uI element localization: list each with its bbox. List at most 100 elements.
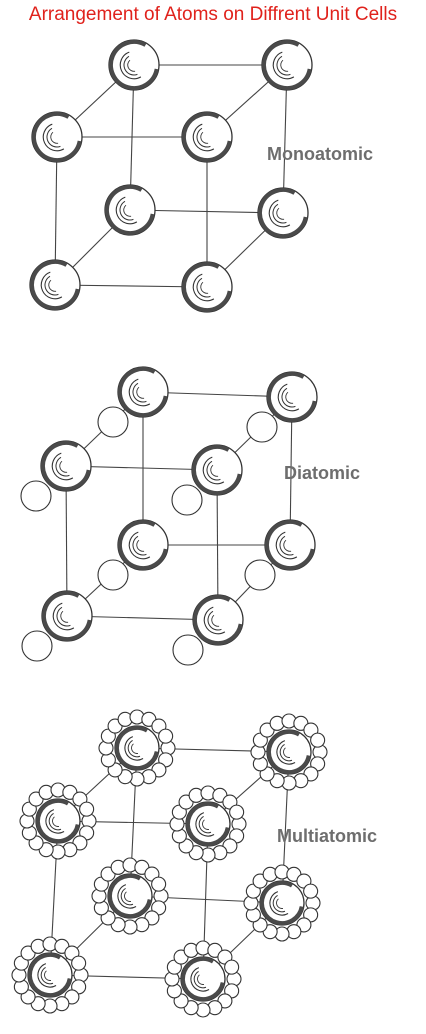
atom: [114, 725, 160, 771]
small-atom: [172, 634, 204, 666]
atom-shade: [41, 441, 91, 491]
atom: [29, 259, 81, 311]
atom-shade: [182, 262, 232, 312]
atom: [35, 798, 81, 844]
atom-shade: [30, 260, 80, 310]
atom: [257, 187, 309, 239]
atom-swirl: [128, 378, 151, 407]
atom: [192, 594, 244, 646]
atom-swirl: [115, 196, 138, 225]
atom-swirl: [124, 736, 144, 761]
atom-shade: [192, 445, 242, 495]
atom: [27, 952, 73, 998]
atom-shade: [258, 188, 308, 238]
atom-shade: [105, 185, 155, 235]
atom-swirl: [45, 809, 65, 834]
atom-swirl: [132, 535, 147, 556]
atom-swirl: [283, 747, 291, 758]
diatomic-label: Diatomic: [284, 463, 360, 483]
atom-shade: [193, 595, 243, 645]
atom-swirl: [127, 739, 141, 758]
small-atom: [303, 883, 319, 899]
atom-shade: [118, 367, 168, 417]
atom-swirl: [44, 970, 52, 981]
atom-swirl: [206, 460, 221, 481]
atom-swirl: [40, 966, 54, 985]
multiatomic-cell: [11, 709, 328, 1018]
atom: [180, 956, 226, 1002]
atom-shade: [267, 730, 311, 774]
atom-swirl: [276, 207, 285, 220]
atom-swirl: [123, 204, 132, 217]
atom: [108, 39, 160, 91]
atom: [191, 444, 243, 496]
monoatomic-cell: [29, 39, 313, 313]
atom-swirl: [52, 602, 75, 631]
atom: [104, 184, 156, 236]
atom-shade: [265, 520, 315, 570]
bond-line: [49, 974, 204, 980]
atom: [40, 440, 92, 492]
atom-swirl: [48, 279, 57, 292]
small-atom: [310, 732, 326, 748]
atom-swirl: [210, 464, 219, 477]
atom-shade: [262, 40, 312, 90]
atoms: [20, 366, 318, 666]
atom-swirl: [279, 535, 294, 556]
atom-shade: [36, 799, 80, 843]
atom-shade: [267, 372, 317, 422]
atom-swirl: [46, 127, 61, 148]
atom-swirl: [119, 51, 142, 80]
atom-swirl: [59, 460, 68, 473]
atom: [181, 261, 233, 313]
small-atom: [151, 876, 167, 892]
atom: [31, 111, 83, 163]
atom-swirl: [120, 887, 134, 906]
atom-swirl: [132, 382, 147, 403]
atoms: [29, 39, 313, 313]
atom-swirl: [198, 815, 212, 834]
atom-swirl: [119, 200, 134, 221]
atom-swirl: [192, 123, 215, 152]
atom-swirl: [40, 271, 63, 300]
small-atom: [246, 411, 278, 443]
atom-swirl: [281, 387, 296, 408]
atom-swirl: [268, 199, 291, 228]
atom-shade: [32, 112, 82, 162]
atom-shade: [118, 520, 168, 570]
atom-swirl: [276, 740, 296, 765]
small-atom: [97, 406, 129, 438]
page-title: Arrangement of Atoms on Diffrent Unit Ce…: [28, 4, 398, 25]
atom-swirl: [123, 55, 138, 76]
atom-swirl: [60, 610, 69, 623]
atom-swirl: [200, 131, 209, 144]
atom-swirl: [136, 539, 145, 552]
atom-shade: [260, 881, 304, 925]
bond-lines: [49, 747, 290, 980]
atom-shade: [181, 957, 225, 1001]
atom-swirl: [280, 59, 289, 72]
small-atom: [244, 559, 276, 591]
atom-swirl: [276, 55, 291, 76]
atom-swirl: [37, 963, 57, 988]
multiatomic-label: Multiatomic: [277, 826, 377, 846]
atom-swirl: [124, 891, 132, 902]
atom-swirl: [203, 606, 226, 635]
atom-swirl: [44, 275, 59, 296]
atom-swirl: [275, 531, 298, 560]
atom-swirl: [279, 743, 293, 762]
atom-swirl: [272, 51, 295, 80]
atom-shade: [28, 953, 72, 997]
atom-swirl: [276, 898, 284, 909]
monoatomic-label: Monoatomic: [267, 144, 373, 164]
small-atom: [71, 955, 87, 971]
atom-swirl: [202, 456, 225, 485]
atom-swirl: [211, 614, 220, 627]
small-atom: [224, 959, 240, 975]
small-atom: [171, 484, 203, 516]
atom: [266, 371, 318, 423]
atom: [117, 519, 169, 571]
atom-shade: [115, 726, 159, 770]
atom: [261, 39, 313, 91]
